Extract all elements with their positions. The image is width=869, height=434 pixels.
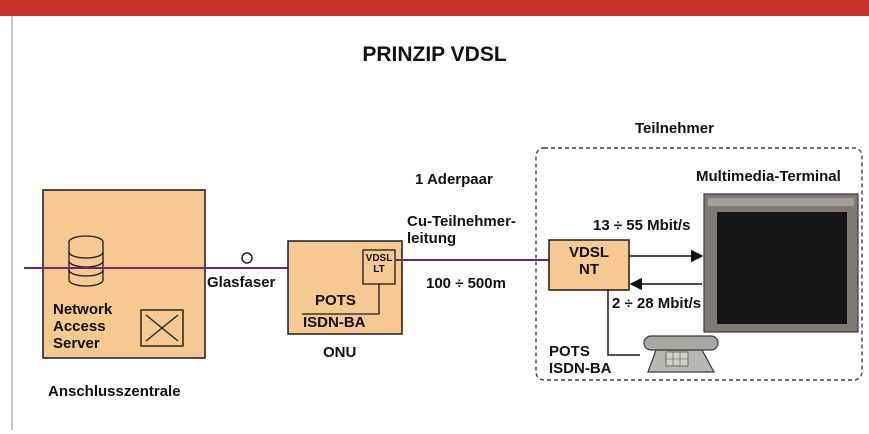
left-margin-rule bbox=[11, 16, 13, 430]
vdsl-lt-line: LT bbox=[373, 264, 385, 276]
database-icon bbox=[68, 235, 104, 287]
accent-bar bbox=[0, 0, 869, 16]
downstream-rate-label: 13 ÷ 55 Mbit/s bbox=[593, 217, 691, 234]
vdsl-lt-label: VDSL LT bbox=[364, 253, 394, 275]
terminal-label: Multimedia-Terminal bbox=[696, 168, 841, 185]
distance-label: 100 ÷ 500m bbox=[426, 275, 506, 292]
subscriber-label: Teilnehmer bbox=[635, 120, 714, 137]
terminal-icon bbox=[703, 193, 859, 333]
subscriber-region bbox=[535, 147, 863, 381]
phone-label: POTS ISDN-BA bbox=[549, 343, 612, 378]
server-label-line: Network bbox=[53, 301, 113, 318]
exchange-caption: Anschlusszentrale bbox=[48, 383, 181, 400]
upstream-rate-label: 2 ÷ 28 Mbit/s bbox=[612, 295, 702, 312]
wire-pair-label: 1 Aderpaar bbox=[415, 171, 493, 188]
server-label-line: Access bbox=[53, 317, 106, 335]
phone-label-line: POTS bbox=[549, 343, 590, 360]
onu-caption: ONU bbox=[323, 344, 357, 361]
telephone-icon bbox=[643, 335, 719, 373]
switch-icon bbox=[140, 309, 184, 347]
onu-pots-label: POTS bbox=[315, 292, 356, 309]
vdsl-nt-line: VDSL bbox=[568, 244, 609, 261]
copper-cable-label: Cu-Teilnehmer- leitung bbox=[407, 213, 516, 248]
page-title: PRINZIP VDSL bbox=[362, 43, 507, 66]
copper-cable-line: Cu-Teilnehmer- bbox=[407, 213, 516, 230]
vdsl-nt-box bbox=[548, 239, 630, 291]
phone-line bbox=[607, 290, 640, 356]
fiber-connector-icon bbox=[241, 252, 253, 264]
server-label-line: Server bbox=[53, 334, 100, 352]
server-label: Network Access Server bbox=[53, 301, 113, 352]
phone-label-line: ISDN-BA bbox=[549, 359, 612, 377]
onu-isdn-label: ISDN-BA bbox=[303, 314, 366, 331]
vdsl-nt-label: VDSL NT bbox=[552, 244, 626, 279]
vdsl-nt-line: NT bbox=[579, 260, 599, 278]
onu-internal-line bbox=[302, 284, 380, 315]
copper-cable-line: leitung bbox=[407, 229, 457, 247]
vdsl-lt-line: VDSL bbox=[365, 253, 393, 264]
fiber-label: Glasfaser bbox=[207, 274, 276, 291]
